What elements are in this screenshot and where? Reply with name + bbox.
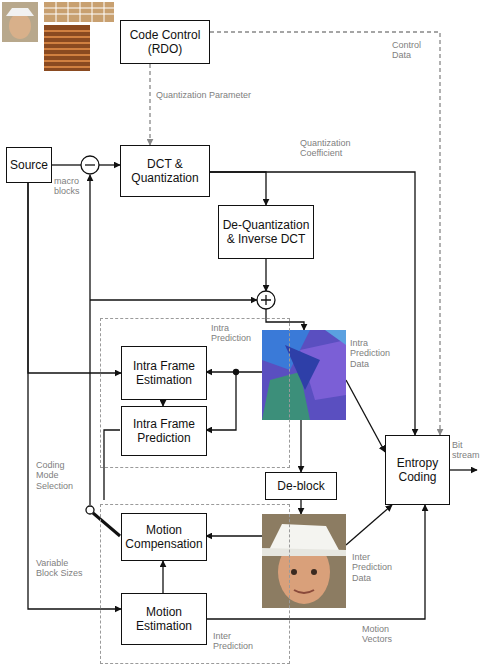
box-label: DCT & Quantization	[124, 157, 206, 186]
box-label: Code Control (RDO)	[124, 28, 206, 57]
signal-label: Quantization Parameter	[156, 90, 266, 100]
signal-wire	[346, 380, 385, 452]
reference-frame-image	[291, 569, 297, 575]
process-box: De-Quantization & Inverse DCT	[218, 205, 314, 259]
summing-junction	[257, 291, 275, 309]
group-region: Inter Prediction Motion CompensationMotio…	[100, 504, 290, 664]
box-label: De-block	[277, 479, 324, 493]
group-label: Inter Prediction	[213, 631, 261, 652]
box-label: Motion Estimation	[125, 605, 203, 634]
signal-label: Coding Mode Selection	[36, 460, 86, 491]
signal-label: Quantization Coefficient	[300, 138, 382, 159]
process-box: Source	[6, 147, 52, 183]
signal-wire	[265, 259, 266, 291]
signal-label: Variable Block Sizes	[36, 558, 86, 579]
thumbnail-images	[44, 25, 90, 71]
signal-wire	[300, 420, 301, 472]
signal-wire	[346, 505, 392, 545]
connector	[28, 183, 121, 609]
box-label: Entropy Coding	[389, 456, 446, 485]
box-label: De-Quantization & Inverse DCT	[222, 218, 310, 247]
thumbnail-images	[6, 8, 34, 16]
signal-wire	[52, 164, 81, 165]
signal-wire	[89, 175, 90, 505]
process-box: Code Control (RDO)	[120, 20, 210, 64]
thumbnail-images	[44, 2, 114, 22]
signal-wire	[99, 164, 120, 165]
summing-junction	[234, 370, 239, 375]
process-box: Entropy Coding	[385, 435, 450, 505]
reference-frame-image	[262, 548, 346, 556]
signal-wire	[52, 165, 477, 545]
signal-wire	[300, 500, 301, 514]
thumbnail-images	[2, 2, 114, 71]
process-box: Intra Frame Estimation	[121, 346, 207, 400]
thumbnail-images	[9, 13, 31, 39]
summing-junction	[85, 164, 95, 165]
summing-junction	[81, 156, 99, 174]
signal-label: Control Data	[392, 40, 436, 61]
signal-wire	[450, 469, 477, 470]
reference-frame-image	[311, 569, 317, 575]
thumbnail-images	[44, 31, 90, 67]
connector	[28, 183, 121, 373]
connector	[207, 505, 425, 619]
mode-switch	[86, 506, 120, 536]
mode-switch	[86, 506, 94, 514]
process-box: DCT & Quantization	[120, 145, 210, 197]
reference-frame-image	[268, 524, 340, 552]
reference-frame-image	[262, 514, 346, 608]
signal-label: Inter Prediction Data	[352, 552, 402, 583]
box-label: Intra Frame Estimation	[125, 359, 203, 388]
signal-wire	[206, 535, 262, 536]
reference-frame-image	[294, 590, 314, 593]
intra-frame-image	[262, 330, 346, 420]
box-label: Intra Frame Prediction	[125, 417, 203, 446]
signal-wire	[206, 372, 236, 430]
thumbnail-images	[2, 2, 38, 42]
signal-wire	[104, 430, 120, 500]
connector	[149, 64, 150, 145]
summing-junction	[261, 295, 271, 305]
signal-label: Intra Prediction Data	[350, 338, 402, 369]
signal-label: Bit stream	[452, 440, 479, 461]
signal-wire	[266, 309, 304, 330]
signal-label: Motion Vectors	[362, 624, 412, 645]
signal-wire	[90, 299, 257, 300]
thumbnail-images	[44, 2, 114, 22]
process-box: De-block	[265, 472, 337, 500]
group-region: Intra PredictionIntra Frame EstimationIn…	[100, 318, 290, 468]
box-label: Motion Compensation	[125, 523, 203, 552]
intra-frame-image	[285, 345, 320, 390]
intra-frame-image	[262, 330, 346, 420]
reference-frame-image	[262, 514, 346, 608]
intra-frame-image	[325, 330, 346, 345]
box-label: Source	[10, 158, 48, 172]
process-box: Motion Compensation	[121, 513, 207, 561]
signal-label: macro blocks	[54, 176, 86, 197]
process-box: Motion Estimation	[121, 593, 207, 645]
connector	[210, 172, 266, 205]
connector	[210, 172, 415, 435]
group-label: Intra Prediction	[211, 323, 259, 344]
mode-switch	[93, 513, 120, 536]
connector	[162, 561, 163, 593]
process-box: Intra Frame Prediction	[121, 406, 207, 456]
